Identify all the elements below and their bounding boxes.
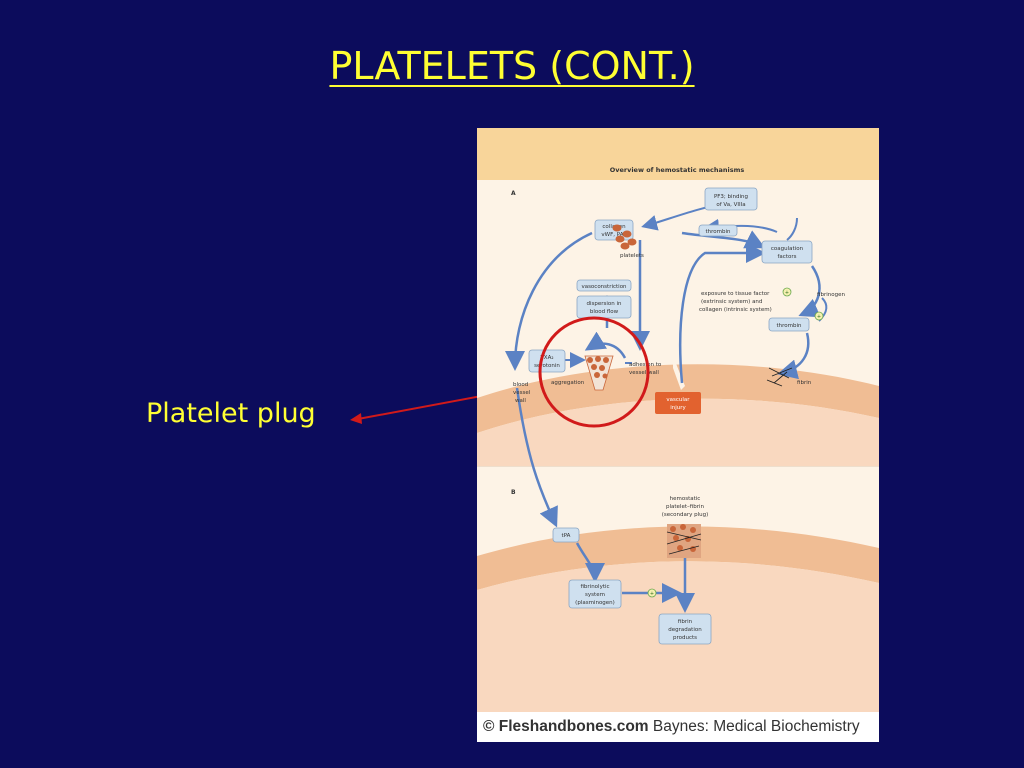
panel-b-label: B xyxy=(511,489,516,496)
svg-text:fibrin: fibrin xyxy=(678,619,693,625)
vessel-label-2: vessel xyxy=(513,390,531,396)
svg-text:+: + xyxy=(785,290,789,296)
secondary-plug-icon xyxy=(667,524,701,558)
plug-label-1: hemostatic xyxy=(670,496,701,502)
fibrin-label: fibrin xyxy=(797,380,812,386)
svg-text:thrombin: thrombin xyxy=(776,323,802,329)
svg-text:fibrinolytic: fibrinolytic xyxy=(580,584,609,590)
svg-text:products: products xyxy=(673,635,697,641)
box-dispersion: dispersion in blood flow xyxy=(577,296,631,318)
svg-text:serotonin: serotonin xyxy=(534,363,560,369)
credit-source: Baynes: Medical Biochemistry xyxy=(649,718,860,735)
vessel-label-1: blood xyxy=(513,382,528,388)
box-vascular-injury: vascular injury xyxy=(655,392,701,414)
box-fibrinolytic: fibrinolytic system (plasminogen) xyxy=(569,580,621,608)
box-thrombin-top: thrombin xyxy=(699,225,737,236)
figure-header: Overview of hemostatic mechanisms xyxy=(610,166,745,174)
svg-text:TXA₂: TXA₂ xyxy=(539,355,553,361)
svg-text:+: + xyxy=(817,314,821,320)
svg-text:thrombin: thrombin xyxy=(705,229,731,235)
svg-text:of Va, VIIIa: of Va, VIIIa xyxy=(716,202,745,208)
figure-credit: © Fleshandbones.com Baynes: Medical Bioc… xyxy=(477,712,879,742)
adhesion-label-2: vessel wall xyxy=(629,370,659,376)
plug-label-2: platelet–fibrin xyxy=(666,504,704,510)
svg-text:coagulation: coagulation xyxy=(771,246,804,252)
plug-label-3: (secondary plug) xyxy=(662,512,709,518)
vessel-label-3: wall xyxy=(515,398,526,404)
svg-text:factors: factors xyxy=(778,254,797,260)
svg-text:system: system xyxy=(585,592,605,598)
adhesion-label-1: adhesion to xyxy=(629,362,662,368)
svg-text:blood flow: blood flow xyxy=(590,309,619,315)
box-tpa: tPA xyxy=(553,528,579,542)
svg-text:injury: injury xyxy=(670,405,686,411)
exposure-label-1: exposure to tissue factor xyxy=(701,291,770,297)
fibrinogen-label: fibrinogen xyxy=(817,292,845,298)
svg-text:tPA: tPA xyxy=(562,533,571,539)
svg-text:vascular: vascular xyxy=(666,397,690,403)
aggregation-label: aggregation xyxy=(551,380,585,386)
callout-label: Platelet plug xyxy=(146,398,316,429)
svg-text:dispersion in: dispersion in xyxy=(586,301,622,307)
box-thrombin-right: thrombin xyxy=(769,318,809,331)
box-vasoconstriction: vasoconstriction xyxy=(577,280,631,291)
box-fibrin-degradation: fibrin degradation products xyxy=(659,614,711,644)
credit-brand: © Fleshandbones.com xyxy=(483,718,649,735)
box-pf3: PF3; binding of Va, VIIIa xyxy=(705,188,757,210)
exposure-label-2: (extrinsic system) and xyxy=(701,299,762,305)
exposure-label-3: collagen (intrinsic system) xyxy=(699,307,772,313)
panel-a-label: A xyxy=(511,190,516,197)
slide-title: PLATELETS (CONT.) xyxy=(0,44,1024,88)
svg-text:vasoconstriction: vasoconstriction xyxy=(581,284,627,290)
platelets-label: platelets xyxy=(620,253,644,259)
box-coagulation: coagulation factors xyxy=(762,241,812,263)
box-txa2: TXA₂ serotonin xyxy=(529,350,565,372)
svg-text:degradation: degradation xyxy=(668,627,702,633)
svg-text:(plasminogen): (plasminogen) xyxy=(575,600,615,606)
svg-text:+: + xyxy=(650,591,654,597)
svg-text:PF3; binding: PF3; binding xyxy=(714,194,748,200)
hemostasis-figure: Overview of hemostatic mechanisms A B xyxy=(477,128,879,742)
